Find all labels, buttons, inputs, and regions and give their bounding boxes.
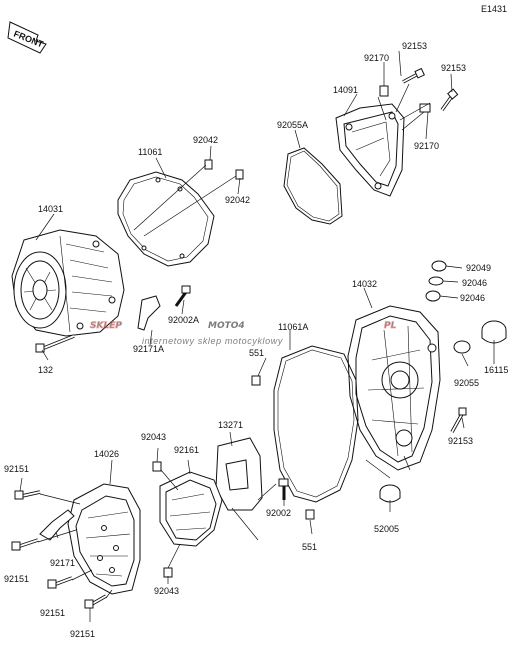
part-label: 551 <box>249 348 264 358</box>
part-label: 92171 <box>50 558 75 568</box>
part-label: 92170 <box>364 53 389 63</box>
bracket-92171a <box>137 295 161 331</box>
part-label: 92042 <box>225 195 250 205</box>
bolt-92002a <box>174 285 191 307</box>
part-label: 92153 <box>441 63 466 73</box>
part-label: 92170 <box>414 141 439 151</box>
washer-92046-a <box>428 276 444 286</box>
gasket-11061 <box>117 171 215 267</box>
part-label: 132 <box>38 365 53 375</box>
bolt-92151-c <box>47 576 73 589</box>
oil-filler-cap-16115 <box>481 320 507 344</box>
plug-52005 <box>379 484 401 503</box>
bracket-92171 <box>39 509 75 541</box>
part-label: 92161 <box>174 445 199 455</box>
part-labels: 92153 92170 92153 14091 92055A 92170 920… <box>4 41 508 639</box>
watermark-brand-1: SKLEP <box>90 321 122 331</box>
damper-92161 <box>159 471 223 547</box>
gasket-92055a <box>283 147 343 225</box>
part-label: 92042 <box>193 135 218 145</box>
bolt-92153-lower <box>450 407 467 433</box>
part-label: 92153 <box>402 41 427 51</box>
part-label: 14032 <box>352 279 377 289</box>
bolt-92153-top <box>402 67 425 84</box>
bolt-92151-b <box>11 538 39 551</box>
part-label: 92002 <box>266 508 291 518</box>
watermark-tagline: internetowy sklep motocyklowy <box>142 336 283 346</box>
part-label: 14026 <box>94 449 119 459</box>
part-14032-clutch-cover <box>347 305 441 471</box>
part-14091-cover <box>335 103 405 197</box>
front-arrow-icon: FRONT <box>7 21 47 54</box>
part-label: 92171A <box>133 344 164 354</box>
part-label: 11061A <box>278 322 308 332</box>
part-label: 92049 <box>466 263 491 273</box>
bolt-132 <box>35 334 75 353</box>
part-label: 92055A <box>277 120 308 130</box>
part-label: 92043 <box>154 586 179 596</box>
part-label: 92151 <box>70 629 95 639</box>
part-label: 92043 <box>141 432 166 442</box>
part-label: 92151 <box>4 464 29 474</box>
part-label: 14031 <box>38 204 63 214</box>
seal-92049 <box>431 260 447 272</box>
washer-92046-b <box>425 290 441 302</box>
part-label: 92151 <box>4 574 29 584</box>
bolt-92151-d <box>84 594 107 609</box>
part-label: 92002A <box>168 315 199 325</box>
bolt-92153-right <box>440 88 459 112</box>
bolt-92002 <box>278 478 289 500</box>
part-label: 551 <box>302 542 317 552</box>
collar-92170-top <box>379 85 389 97</box>
dowel-551-lower <box>305 509 315 520</box>
plate-13271 <box>215 437 263 511</box>
part-14031-generator-cover <box>11 229 125 337</box>
part-label: 52005 <box>374 524 399 534</box>
o-ring-92055 <box>453 340 471 354</box>
part-label: 92046 <box>460 293 485 303</box>
collar-92170-right <box>419 103 431 113</box>
part-label: 92151 <box>40 608 65 618</box>
bolt-92151-a <box>14 490 41 500</box>
watermark: SKLEP MOTO4 PL internetowy sklep motocyk… <box>90 321 397 346</box>
diagram-code: E1431 <box>481 4 507 14</box>
part-label: 14091 <box>333 85 358 95</box>
part-label: 92153 <box>448 436 473 446</box>
part-label: 92055 <box>454 378 479 388</box>
part-label: 13271 <box>218 420 243 430</box>
part-label: 92046 <box>462 278 487 288</box>
dowel-92042-a <box>204 159 213 170</box>
part-14026-sprocket-cover <box>67 483 141 595</box>
watermark-brand-2: MOTO4 <box>208 321 245 331</box>
part-label: 11061 <box>138 147 162 157</box>
dowel-92043-lower <box>163 567 173 578</box>
part-label: 16115 <box>484 365 508 375</box>
dowel-551-upper <box>251 375 261 386</box>
watermark-brand-3: PL <box>384 321 397 331</box>
gasket-11061a <box>273 345 359 503</box>
dowel-92043-upper <box>152 461 162 472</box>
dowel-92042-b <box>235 169 244 180</box>
